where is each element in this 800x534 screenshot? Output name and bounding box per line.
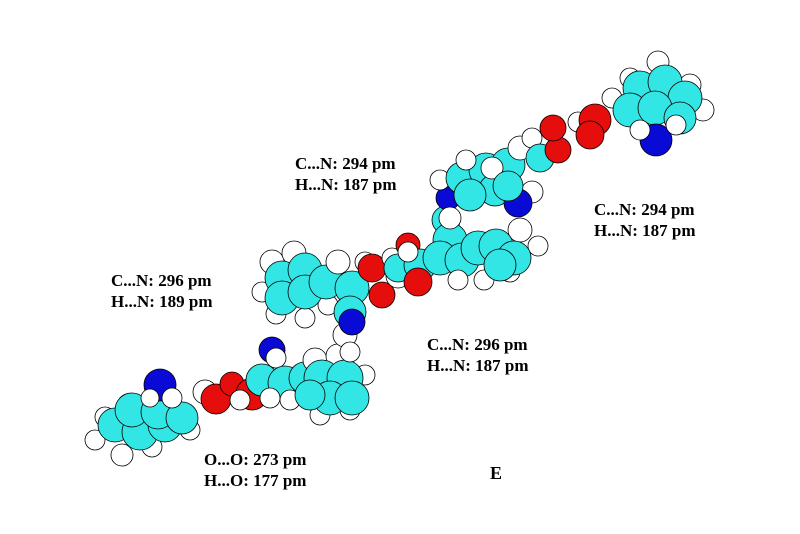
label-line: H...N: 187 pm [295, 175, 397, 194]
distance-label-right: C...N: 294 pm H...N: 187 pm [594, 199, 696, 241]
label-line: C...N: 294 pm [295, 154, 396, 173]
carbon-atom [453, 178, 487, 212]
hydrogen-atom [480, 156, 504, 180]
hydrogen-atom [110, 443, 134, 467]
label-line: H...N: 187 pm [594, 221, 696, 240]
hydrogen-atom [140, 388, 160, 408]
distance-label-top-center: C...N: 294 pm H...N: 187 pm [295, 153, 397, 195]
hydrogen-atom [397, 241, 419, 263]
oxygen-atom [403, 267, 433, 297]
label-line: H...N: 189 pm [111, 292, 213, 311]
distance-label-bottom: O...O: 273 pm H...O: 177 pm [204, 449, 306, 491]
hydrogen-atom [84, 429, 106, 451]
hydrogen-atom [438, 206, 462, 230]
hydrogen-atom [455, 149, 477, 171]
label-line: C...N: 294 pm [594, 200, 695, 219]
label-line: O...O: 273 pm [204, 450, 307, 469]
hydrogen-atom [294, 307, 316, 329]
carbon-atom [294, 379, 326, 411]
oxygen-atom [368, 281, 396, 309]
carbon-atom [492, 170, 524, 202]
hydrogen-atom [259, 387, 281, 409]
hydrogen-atom [527, 235, 549, 257]
distance-label-center: C...N: 296 pm H...N: 187 pm [427, 334, 529, 376]
hydrogen-atom [339, 341, 361, 363]
label-line: C...N: 296 pm [427, 335, 528, 354]
label-line: H...O: 177 pm [204, 471, 307, 490]
oxygen-atom [539, 114, 567, 142]
nitrogen-atom [338, 308, 366, 336]
distance-label-left: C...N: 296 pm H...N: 189 pm [111, 270, 213, 312]
hydrogen-atom [325, 249, 351, 275]
label-line: H...N: 187 pm [427, 356, 529, 375]
hydrogen-atom [161, 387, 183, 409]
carbon-atom [165, 401, 199, 435]
carbon-atom [334, 380, 370, 416]
carbon-atom [483, 248, 517, 282]
hydrogen-atom [447, 269, 469, 291]
label-line: C...N: 296 pm [111, 271, 212, 290]
hydrogen-atom [229, 389, 251, 411]
hydrogen-atom [629, 119, 651, 141]
hydrogen-atom [265, 347, 287, 369]
panel-letter: E [490, 463, 503, 483]
oxygen-atom [544, 136, 572, 164]
hydrogen-atom [665, 114, 687, 136]
oxygen-atom [575, 120, 605, 150]
